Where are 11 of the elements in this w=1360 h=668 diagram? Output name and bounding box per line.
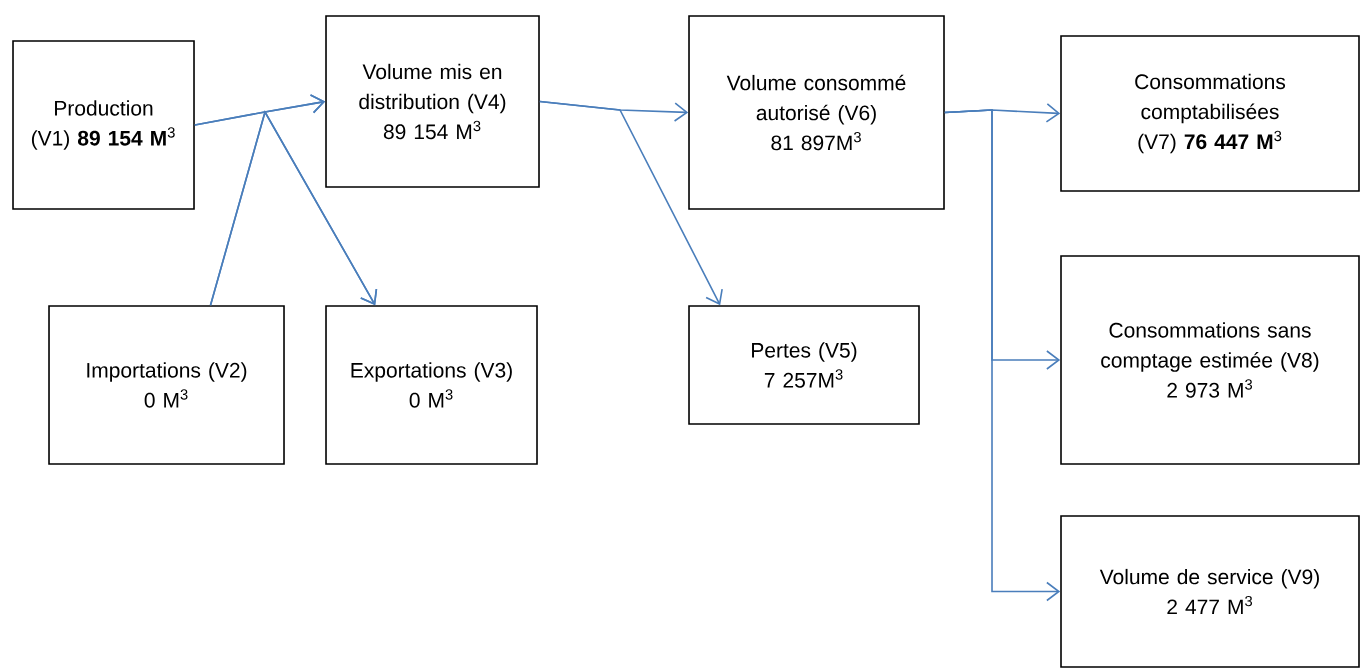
text-box: Importations (V2) 0 M$^{3}$ bbox=[48, 305, 285, 465]
text-box: Volume mis en distribution (V4) 89 154 M$^{3}$ bbox=[325, 15, 540, 188]
text-box: Volume consommé autorisé (V6) 81 897M$^{3}$ bbox=[688, 15, 945, 210]
text-box: Consommations comptabilisées (V7) 76 447 M$^{3}$ bbox=[1060, 35, 1360, 192]
text-box: Volume de service (V9) 2 477 M$^{3}$ bbox=[1060, 515, 1360, 668]
arrow bbox=[539, 100, 723, 306]
text-box: Production (V1) 89 154 M$^{3}$ bbox=[12, 40, 195, 210]
arrow bbox=[944, 109, 1061, 602]
text-box: Consommations sans comptage estimée (V8) 2 973 M$^{3}$ bbox=[1060, 255, 1360, 465]
text-box: Exportations (V3) 0 M$^{3}$ bbox=[325, 305, 538, 465]
text-box: Pertes (V5) 7 257M$^{3}$ bbox=[688, 305, 920, 425]
